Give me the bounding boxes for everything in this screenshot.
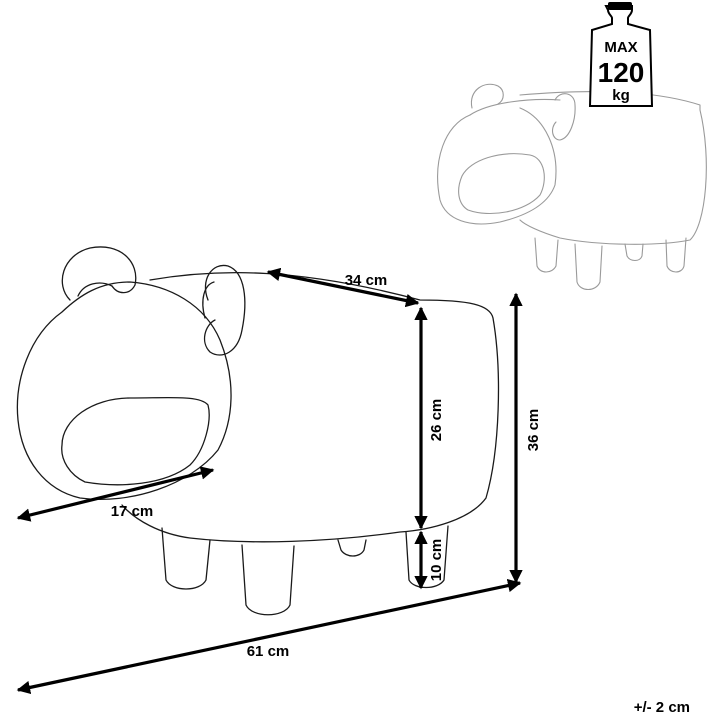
badge-unit-text: kg	[612, 87, 630, 104]
badge-weight-value: 120	[598, 57, 645, 88]
total-length-dimension-line	[16, 578, 522, 695]
tolerance-note: +/- 2 cm	[634, 699, 690, 715]
leg-height-label: 10 cm	[428, 539, 445, 582]
body-height-label: 26 cm	[428, 399, 445, 442]
seat-depth-label: 34 cm	[345, 272, 388, 289]
reference-stool-illustration	[437, 83, 707, 291]
total-length-label: 61 cm	[247, 643, 290, 660]
total-height-label: 36 cm	[525, 409, 542, 452]
max-weight-badge: MAX 120 kg	[588, 2, 654, 107]
seat-depth-dimension-line	[266, 267, 420, 308]
badge-max-text: MAX	[604, 39, 637, 56]
head-width-label: 17 cm	[111, 503, 154, 520]
stool-illustration	[16, 246, 500, 616]
head-width-dimension-line	[16, 466, 215, 522]
